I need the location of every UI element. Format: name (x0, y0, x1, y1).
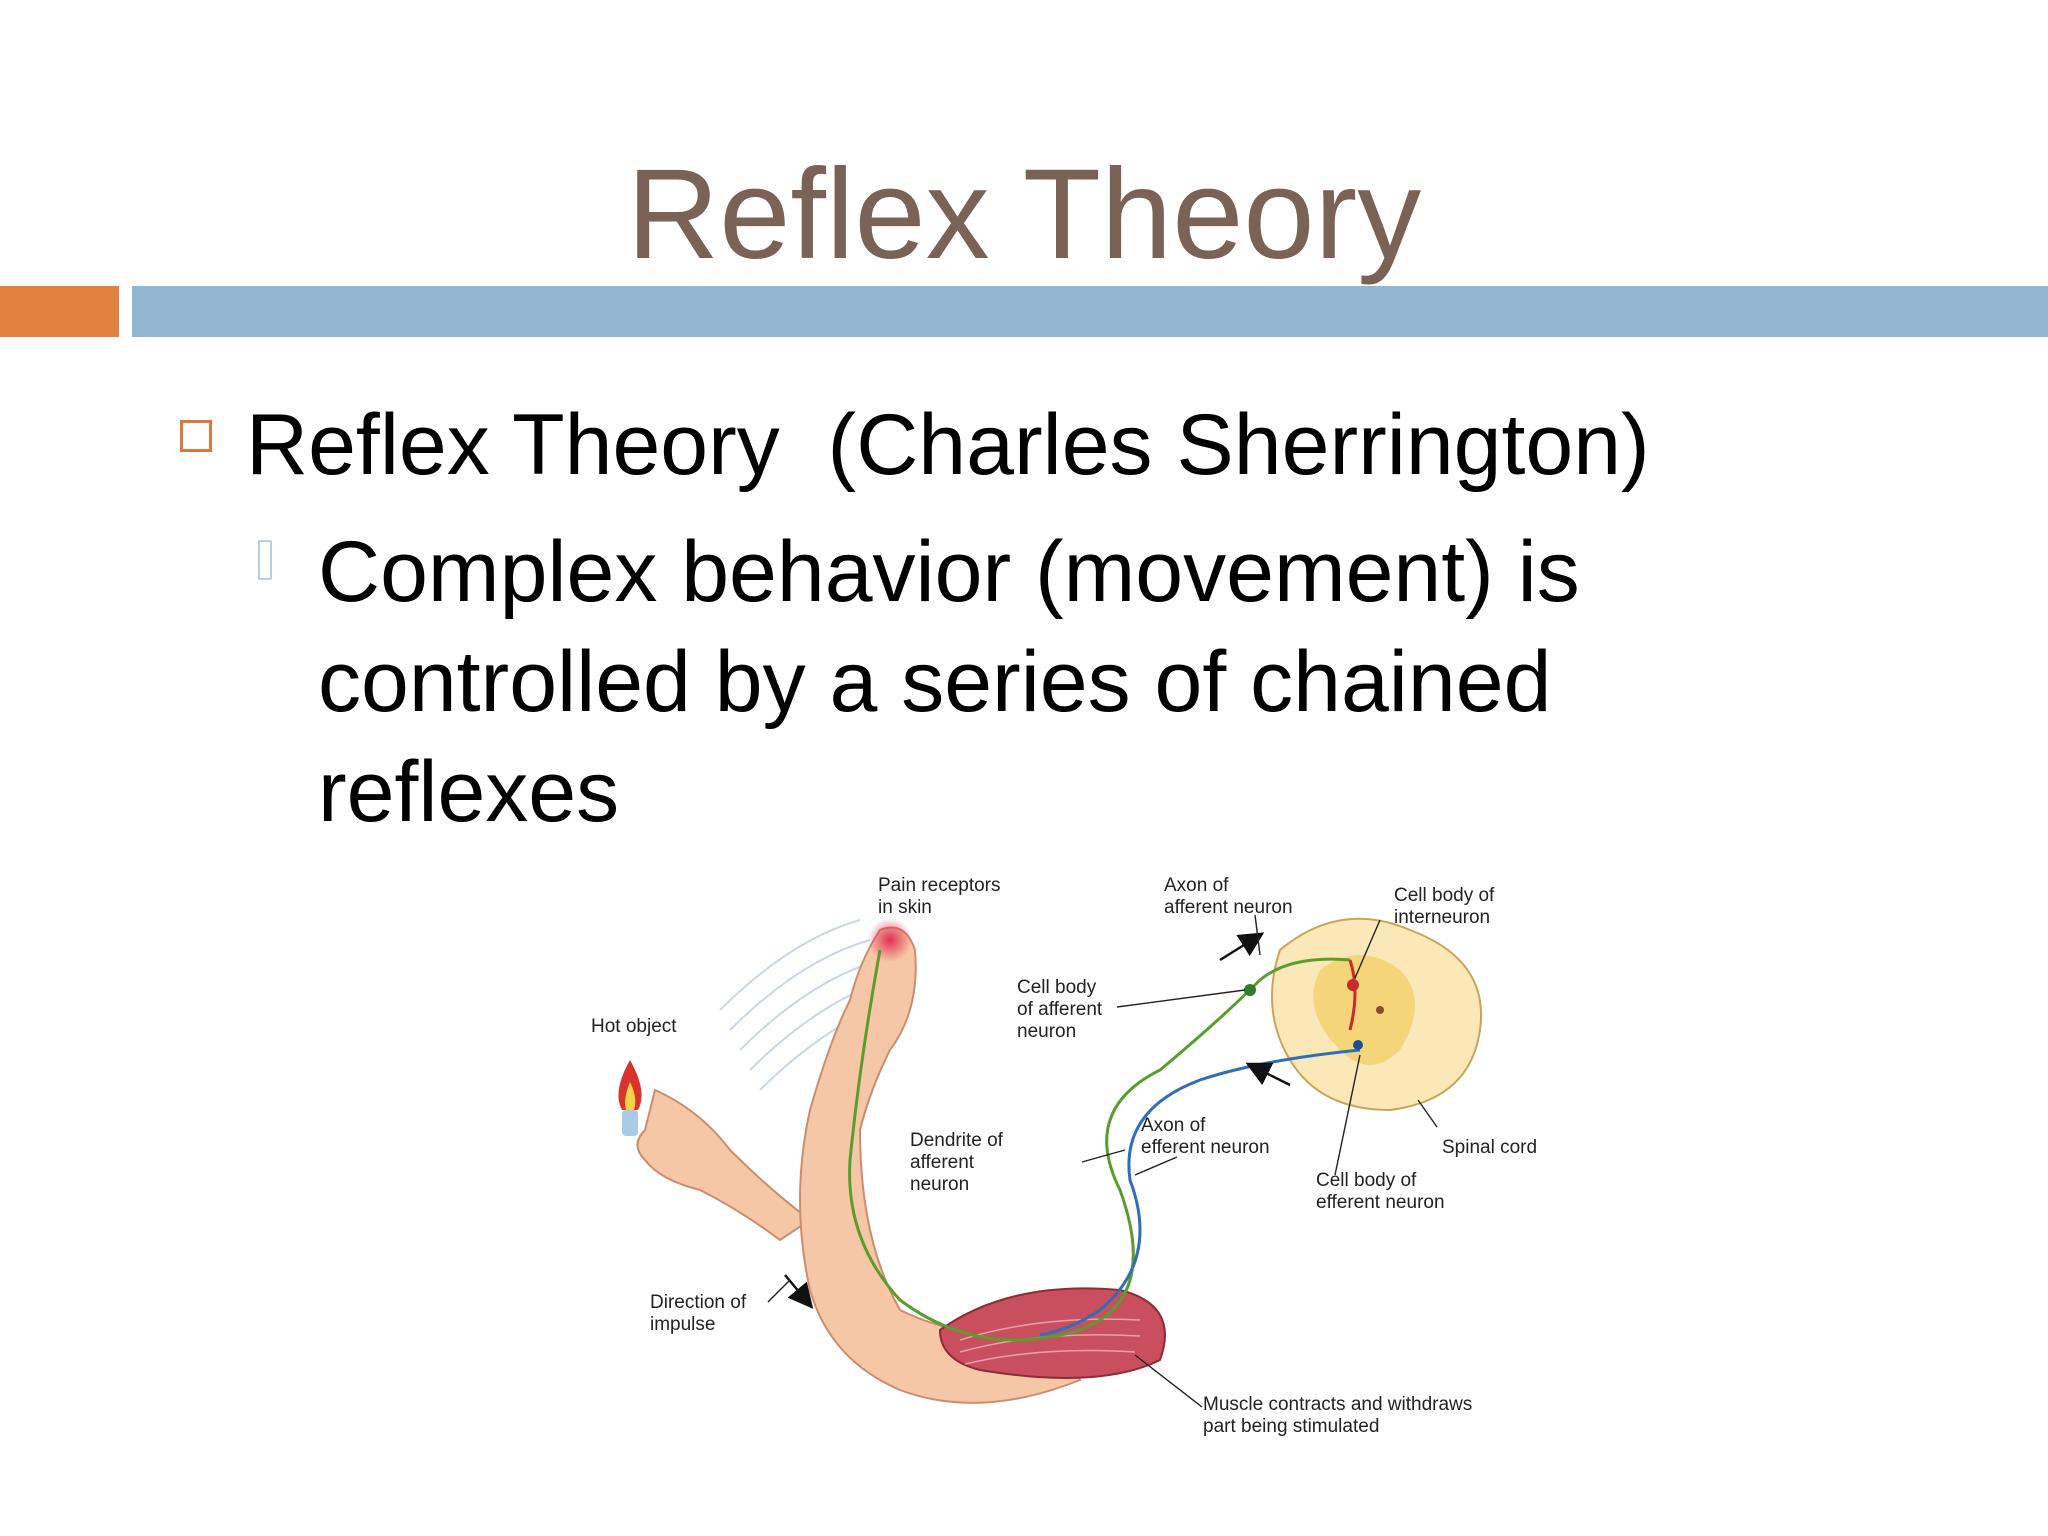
title-accent-blue-bar (132, 286, 2048, 337)
hand-initial-shape (636, 1088, 812, 1242)
impulse-arrow-efferent (1245, 1062, 1291, 1087)
efferent-cell-body (1353, 1040, 1363, 1050)
slide-title: Reflex Theory (626, 143, 1422, 286)
spinal-cord-cross-section (1271, 917, 1483, 1112)
bullet-level2-text: Complex behavior (movement) is controlle… (318, 517, 1818, 847)
candle-flame-icon (618, 1060, 642, 1136)
label-dendrite-afferent: Dendrite of afferent neuron (910, 1130, 1008, 1195)
afferent-neuron-path (848, 949, 1351, 1342)
label-hot-object: Hot object (591, 1016, 677, 1037)
label-axon-efferent: Axon of efferent neuron (1141, 1115, 1270, 1158)
blank-glyph-bullet-icon (258, 540, 272, 580)
square-bullet-icon (180, 420, 212, 452)
title-accent-orange-bar (0, 286, 119, 337)
interneuron-cell-body (1347, 979, 1359, 991)
bullet-level1-text: Reflex Theory (Charles Sherrington) (246, 397, 1650, 493)
label-cell-body-interneuron: Cell body of interneuron (1394, 885, 1500, 928)
bullet-level2-line: controlled by a series of chained (318, 634, 1552, 730)
label-cell-body-afferent: Cell body of afferent neuron (1017, 977, 1108, 1042)
label-cell-body-efferent: Cell body of efferent neuron (1316, 1170, 1445, 1213)
pain-receptor-glow (868, 918, 912, 962)
bullet-level2-line: reflexes (318, 744, 620, 840)
label-direction-impulse: Direction of impulse (650, 1292, 751, 1335)
direction-impulse-arrow (784, 1274, 814, 1309)
interneuron-path (1348, 959, 1357, 1031)
label-pain-receptors: Pain receptors in skin (878, 875, 1006, 918)
label-axon-afferent: Axon of afferent neuron (1164, 875, 1293, 918)
afferent-cell-body (1244, 984, 1256, 996)
raised-arm-shape (799, 926, 1082, 1404)
label-spinal-cord: Spinal cord (1442, 1137, 1537, 1158)
bullet-level2-line: Complex behavior (movement) is (318, 524, 1580, 620)
impulse-arrow-afferent (1219, 932, 1265, 962)
reflex-arc-illustration: Pain receptors in skin Hot object Axon o… (591, 875, 1537, 1437)
label-muscle-contracts: Muscle contracts and withdraws part bein… (1203, 1394, 1478, 1437)
